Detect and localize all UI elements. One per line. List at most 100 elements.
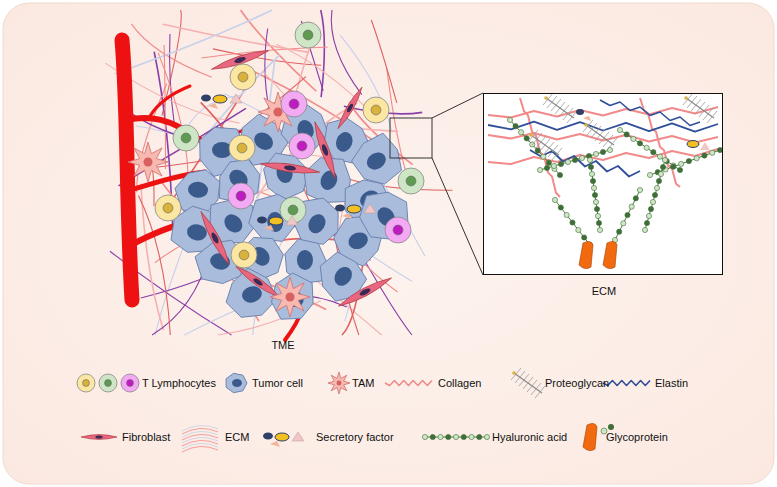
secretory-factor xyxy=(335,205,345,212)
collagen xyxy=(488,149,718,164)
region-label: TME xyxy=(271,339,294,351)
t-lymphocyte xyxy=(398,168,424,194)
hyaluronic-acid xyxy=(430,434,435,439)
secretory-factor xyxy=(264,225,274,231)
glycoprotein xyxy=(608,424,614,430)
leader-line xyxy=(432,158,483,275)
nucleus xyxy=(95,436,102,439)
secretory-factor xyxy=(364,204,376,213)
t-lymphocyte xyxy=(385,217,411,243)
collagen xyxy=(520,98,560,197)
hyaluronic-acid xyxy=(565,159,570,164)
secretory-factor xyxy=(700,142,710,150)
hyaluronic-acid xyxy=(671,164,676,169)
secretory-factor xyxy=(576,109,584,115)
hyaluronic-acid xyxy=(633,196,638,201)
fiber xyxy=(276,44,376,117)
nucleus xyxy=(237,143,247,153)
legend-label: Collagen xyxy=(438,377,481,389)
hyaluronic-acid xyxy=(552,197,557,202)
nucleus xyxy=(359,287,372,297)
glycoprotein xyxy=(603,241,617,268)
hyaluronic-acid xyxy=(507,117,512,122)
hyaluronic-acid xyxy=(558,161,563,166)
hyaluronic-acid xyxy=(510,120,560,175)
hyaluronic-acid xyxy=(645,160,665,230)
fiber xyxy=(331,10,361,95)
nucleus xyxy=(187,181,208,199)
proteoglycan xyxy=(586,125,614,145)
hyaluronic-acid xyxy=(660,164,665,169)
nucleus xyxy=(221,211,246,237)
legend-label: T Lymphocytes xyxy=(142,377,216,389)
legend-label: Tumor cell xyxy=(252,377,303,389)
nucleus xyxy=(163,203,173,213)
nucleus xyxy=(127,380,134,387)
nucleus xyxy=(286,293,295,302)
nucleus xyxy=(406,176,416,186)
hyaluronic-acid xyxy=(576,227,581,232)
hyaluronic-acid xyxy=(513,124,518,129)
t-lymphocyte xyxy=(121,374,139,392)
hyaluronic-acid xyxy=(572,157,577,162)
hyaluronic-acid xyxy=(453,434,458,439)
hyaluronic-acid xyxy=(642,227,647,232)
fibroblast xyxy=(337,274,394,309)
elastin xyxy=(600,100,700,126)
hyaluronic-acid xyxy=(621,221,626,226)
secretory-factor xyxy=(286,216,298,225)
hyaluronic-acid xyxy=(717,147,722,152)
zoom-square xyxy=(390,118,432,158)
t-lymphocyte xyxy=(363,97,389,123)
hyaluronic-acid xyxy=(555,200,590,245)
secretory-factor xyxy=(213,95,227,103)
background-panel xyxy=(3,3,774,484)
hyaluronic-acid xyxy=(617,127,622,132)
nucleus xyxy=(317,168,340,193)
fibroblast xyxy=(197,210,232,267)
hyaluronic-acid xyxy=(469,434,474,439)
proteoglycan xyxy=(607,138,617,150)
hyaluronic-acid xyxy=(587,157,592,162)
nucleus xyxy=(288,205,298,215)
t-lymphocyte xyxy=(173,125,199,151)
tumor-cell xyxy=(226,373,247,392)
legend-icons xyxy=(77,368,650,452)
nucleus xyxy=(321,144,330,157)
hyaluronic-acid xyxy=(446,434,451,439)
leader-line xyxy=(432,93,483,118)
nucleus xyxy=(252,277,263,287)
hyaluronic-acid xyxy=(644,145,649,150)
nucleus xyxy=(284,165,297,172)
secretory-factor xyxy=(342,213,352,219)
hyaluronic-acid xyxy=(540,150,610,170)
proteoglycan xyxy=(552,148,562,160)
t-lymphocyte xyxy=(228,183,254,209)
proteoglycan xyxy=(584,123,588,127)
hyaluronic-acid xyxy=(590,178,595,183)
hyaluronic-acid xyxy=(477,434,482,439)
hyaluronic-acid xyxy=(589,171,594,176)
nucleus xyxy=(331,264,356,290)
tumor-cell xyxy=(360,192,408,239)
secretory-factor xyxy=(270,441,280,447)
t-lymphocyte xyxy=(99,374,117,392)
secretory-factor xyxy=(201,95,211,102)
hyaluronic-acid xyxy=(593,199,598,204)
nucleus xyxy=(236,191,246,201)
nucleus xyxy=(239,250,249,260)
proteoglycan xyxy=(544,96,548,100)
nucleus xyxy=(210,232,220,245)
nucleus xyxy=(393,225,403,235)
proteoglycan xyxy=(546,98,574,118)
nucleus xyxy=(333,130,355,154)
glycoprotein xyxy=(579,241,593,268)
legend-label: Secretory factor xyxy=(316,431,394,443)
secretory-factor xyxy=(347,205,361,213)
tam xyxy=(270,277,310,317)
hyaluronic-acid xyxy=(557,172,562,177)
nucleus xyxy=(105,380,112,387)
legend-label: ECM xyxy=(225,431,249,443)
hyaluronic-acid xyxy=(652,192,657,197)
proteoglycan xyxy=(686,98,714,118)
